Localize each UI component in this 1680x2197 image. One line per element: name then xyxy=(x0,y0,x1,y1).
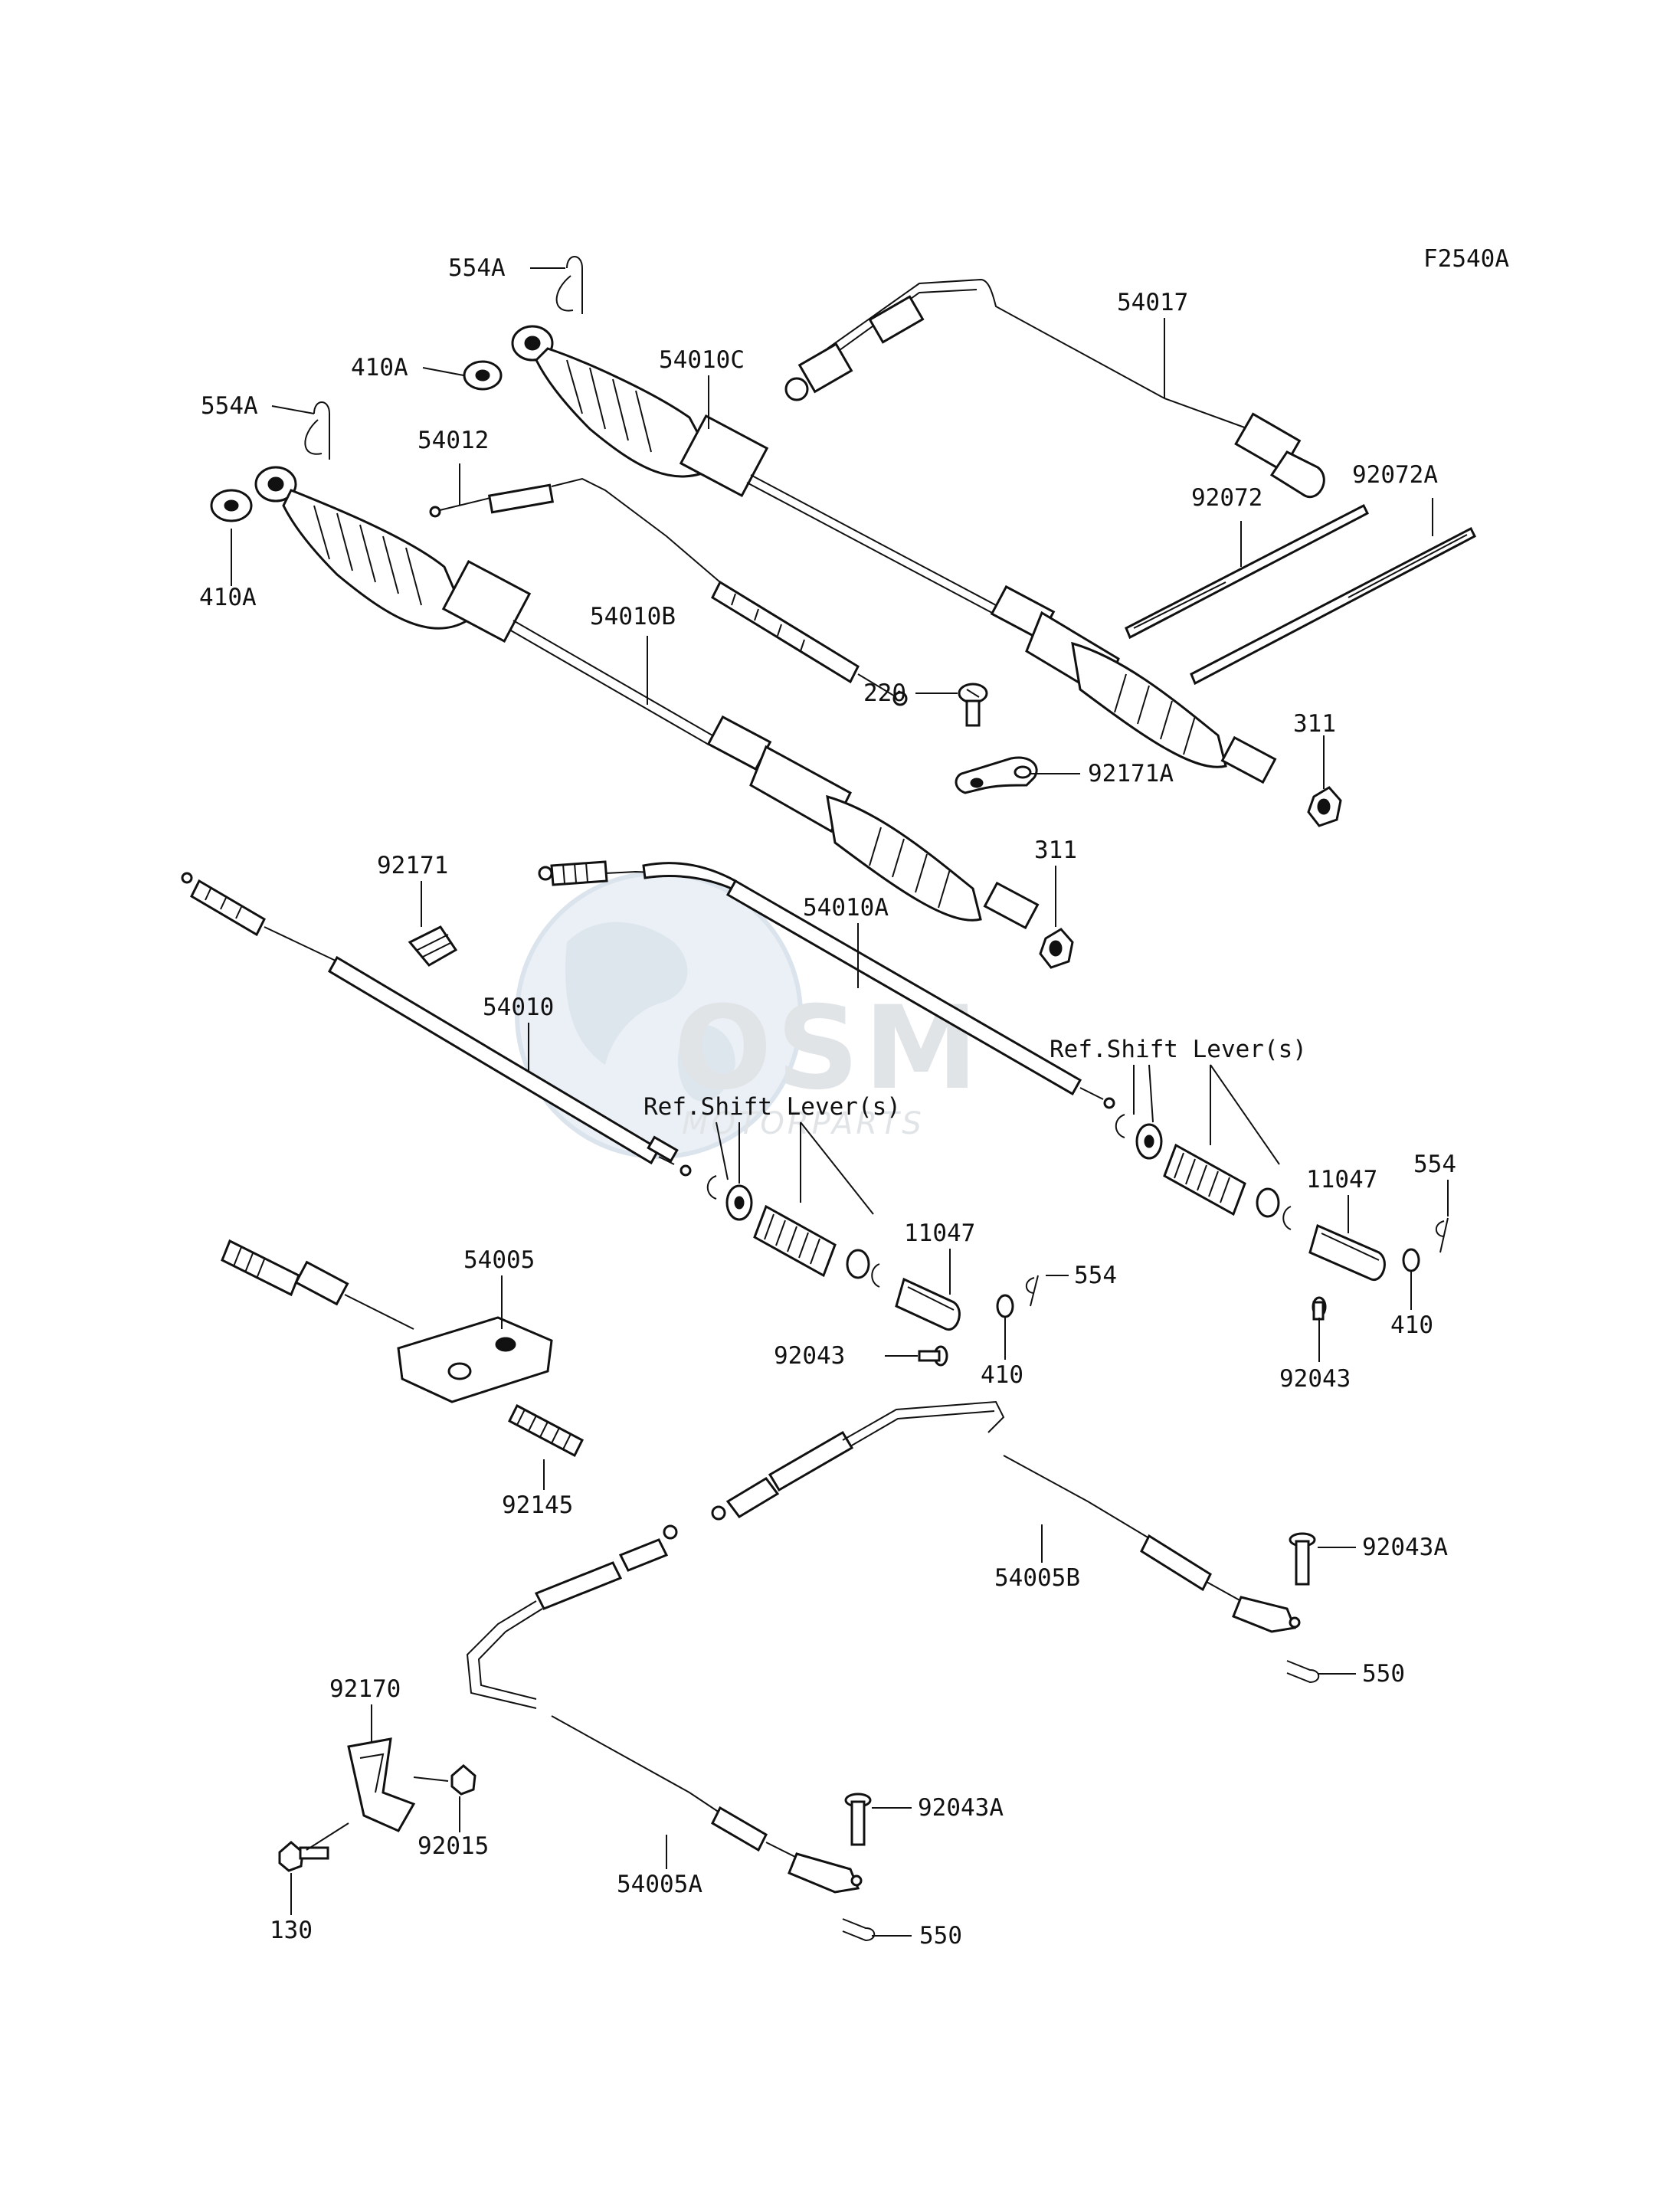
cable-tie-92072a xyxy=(1190,526,1476,686)
bracket-92170 xyxy=(347,1737,416,1832)
label-92171: 92171 xyxy=(377,852,448,879)
label-550-lower: 550 xyxy=(919,1922,962,1950)
label-311-upper: 311 xyxy=(1293,710,1336,738)
label-311-lower: 311 xyxy=(1034,837,1077,864)
r-clip-554a-top xyxy=(555,256,583,314)
r-clip-554a-left xyxy=(304,401,330,460)
spring-92145 xyxy=(508,1403,584,1458)
label-92072: 92072 xyxy=(1191,484,1262,512)
label-92015: 92015 xyxy=(418,1832,489,1860)
shift-lever-group-right xyxy=(1115,1114,1386,1281)
label-11047-left: 11047 xyxy=(904,1220,975,1247)
washer-410-left xyxy=(996,1294,1014,1318)
pin-92043-right xyxy=(1312,1296,1327,1321)
pin-554-left xyxy=(1025,1275,1039,1307)
cable-54012 xyxy=(429,477,908,706)
label-410-left: 410 xyxy=(981,1361,1023,1389)
shift-lever-group-left xyxy=(706,1175,961,1331)
nut-311-lower xyxy=(1039,928,1074,969)
label-11047-right: 11047 xyxy=(1306,1166,1377,1193)
pin-92043a-upper xyxy=(1289,1532,1316,1586)
label-410a-left: 410A xyxy=(199,584,257,611)
cotter-pin-550-lower xyxy=(842,1918,876,1942)
watermark-continents xyxy=(565,922,735,1102)
label-54010c: 54010C xyxy=(659,346,745,374)
pin-92043-left xyxy=(918,1345,948,1367)
label-92145: 92145 xyxy=(502,1491,573,1519)
label-ref-shift-lever-right: Ref.Shift Lever(s) xyxy=(1050,1036,1307,1063)
cable-tie-92072 xyxy=(1125,503,1370,640)
label-410a-top: 410A xyxy=(351,354,408,381)
label-92072a: 92072A xyxy=(1352,461,1438,489)
washer-410a-left xyxy=(210,489,253,522)
watermark: OSM MOTORPARTS xyxy=(515,871,978,1159)
pin-92043a-lower xyxy=(844,1793,872,1846)
label-92043-right: 92043 xyxy=(1279,1365,1351,1393)
label-54005b: 54005B xyxy=(994,1564,1080,1592)
label-54012: 54012 xyxy=(418,427,489,454)
washer-410a-top xyxy=(463,360,503,391)
cable-54005a xyxy=(466,1524,863,1894)
label-92170: 92170 xyxy=(329,1675,401,1703)
pin-554-right xyxy=(1435,1217,1449,1253)
diagram-code: F2540A xyxy=(1423,245,1509,273)
clip-92171 xyxy=(408,925,458,967)
label-54010: 54010 xyxy=(483,994,554,1021)
label-92171a: 92171A xyxy=(1088,760,1174,787)
label-554a-top: 554A xyxy=(448,254,506,282)
cotter-pin-550-upper xyxy=(1286,1660,1320,1684)
cable-54017 xyxy=(784,278,1325,499)
callout-labels: 554A 410A 554A 410A 54012 54010C 54017 9… xyxy=(199,254,1456,1950)
nut-92015 xyxy=(450,1764,476,1796)
label-130: 130 xyxy=(270,1917,313,1944)
label-220: 220 xyxy=(863,679,906,707)
label-92043a-upper: 92043A xyxy=(1362,1534,1448,1561)
label-54005a: 54005A xyxy=(617,1871,702,1898)
bracket-54005 xyxy=(221,1239,553,1403)
label-550-upper: 550 xyxy=(1362,1660,1405,1688)
label-54010b: 54010B xyxy=(590,603,676,630)
label-92043a-lower: 92043A xyxy=(918,1794,1004,1822)
label-54005: 54005 xyxy=(463,1246,535,1274)
washer-410-right xyxy=(1402,1248,1420,1272)
nut-311-upper xyxy=(1307,786,1342,827)
label-92043-left: 92043 xyxy=(774,1342,845,1370)
leader-lines xyxy=(231,267,1449,1937)
label-554a-left: 554A xyxy=(201,392,258,420)
label-54010a: 54010A xyxy=(803,894,889,922)
cable-54010c xyxy=(511,325,1277,784)
cable-54010b xyxy=(254,466,1040,930)
label-554-right: 554 xyxy=(1413,1151,1456,1178)
cable-54010a xyxy=(538,860,1115,1109)
screw-220 xyxy=(958,683,988,727)
cable-54010 xyxy=(181,872,692,1177)
label-410-right: 410 xyxy=(1390,1311,1433,1339)
clamp-92171a xyxy=(955,756,1038,794)
cable-54005b xyxy=(711,1400,1301,1633)
label-ref-shift-lever-left: Ref.Shift Lever(s) xyxy=(644,1093,901,1121)
label-554-left: 554 xyxy=(1074,1262,1117,1289)
label-54017: 54017 xyxy=(1117,289,1188,316)
bolt-130 xyxy=(278,1841,329,1872)
